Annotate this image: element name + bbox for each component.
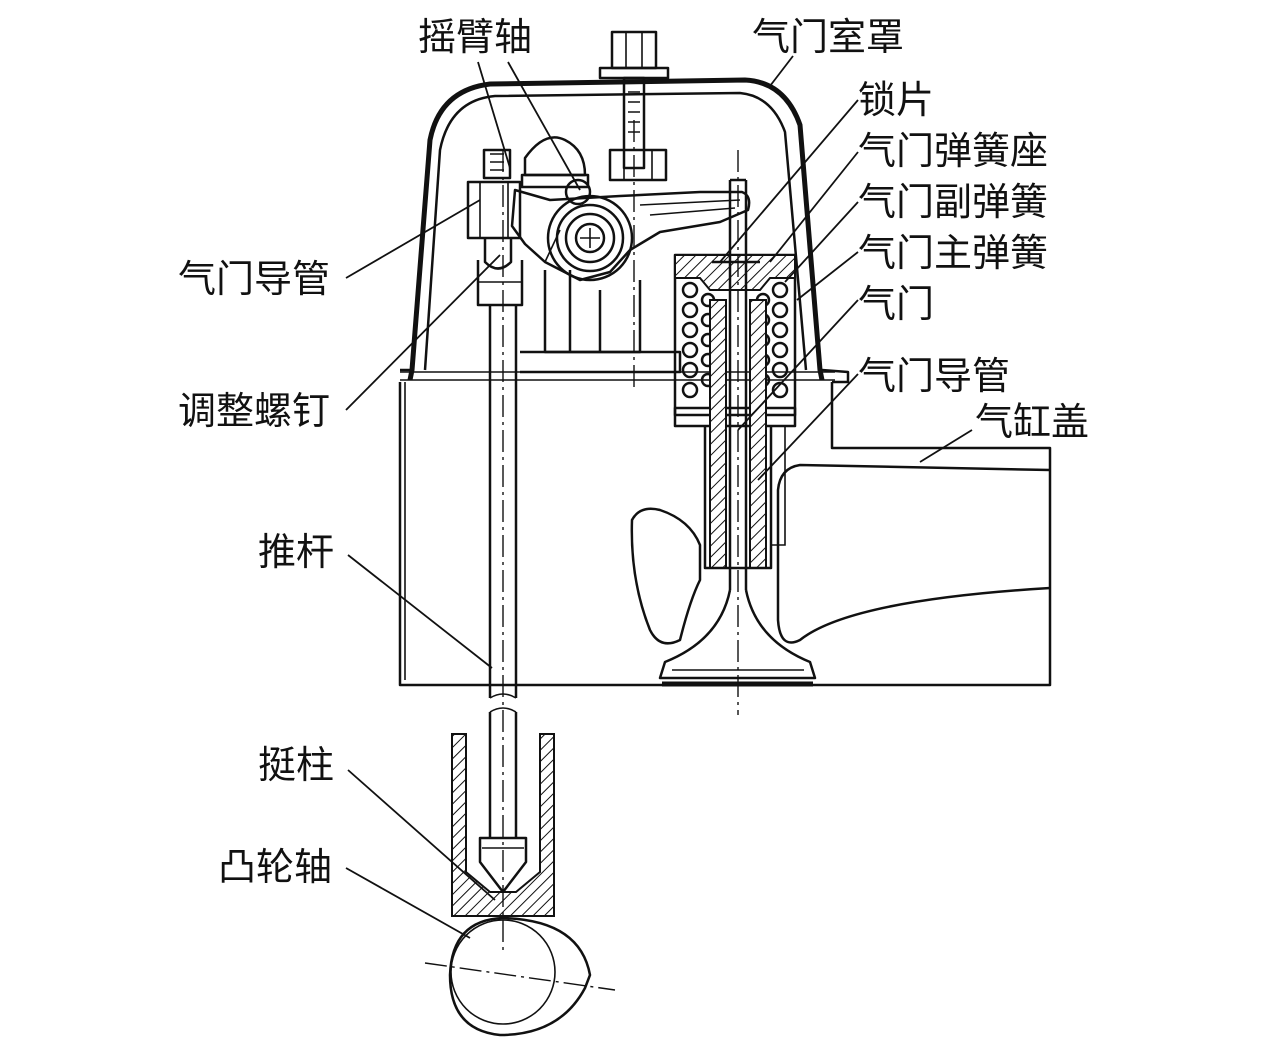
label-camshaft: 凸轮轴: [218, 845, 332, 889]
spring-coils-left: [681, 281, 716, 399]
valve-springs: [673, 253, 797, 428]
label-tappet: 挺柱: [258, 743, 334, 787]
label-valve-guide-left: 气门导管: [178, 257, 330, 301]
label-push-rod: 推杆: [258, 530, 334, 574]
valve-cover: [400, 77, 850, 384]
labels: 摇臂轴 气门室罩 锁片 气门弹簧座 气门副弹簧 气门主弹簧 气门 气门导管 气缸…: [178, 15, 1089, 889]
label-main-spring: 气门主弹簧: [858, 231, 1048, 275]
push-rod: [488, 305, 518, 838]
rocker-support: [520, 270, 682, 374]
label-rocker-shaft: 摇臂轴: [418, 15, 532, 59]
label-lock-piece: 锁片: [858, 78, 934, 122]
center-lines: [502, 120, 739, 950]
label-spring-seat: 气门弹簧座: [858, 129, 1048, 173]
valve-guide: [703, 299, 786, 570]
adjusting-screw: [466, 148, 524, 307]
label-valve: 气门: [858, 282, 934, 326]
label-valve-guide-right: 气门导管: [858, 354, 1010, 398]
tappet: [451, 733, 555, 917]
cylinder-head: [398, 371, 1052, 687]
label-cylinder-head: 气缸盖: [975, 400, 1089, 444]
cover-stud-nut: [598, 30, 670, 182]
label-adjust-screw: 调整螺钉: [178, 389, 330, 433]
camshaft: [424, 916, 616, 1037]
rocker-arm: [510, 188, 751, 282]
label-valve-cover: 气门室罩: [752, 15, 904, 59]
label-aux-spring: 气门副弹簧: [858, 180, 1048, 224]
leader-lines: [345, 55, 973, 939]
rocker-shaft: [520, 136, 634, 282]
